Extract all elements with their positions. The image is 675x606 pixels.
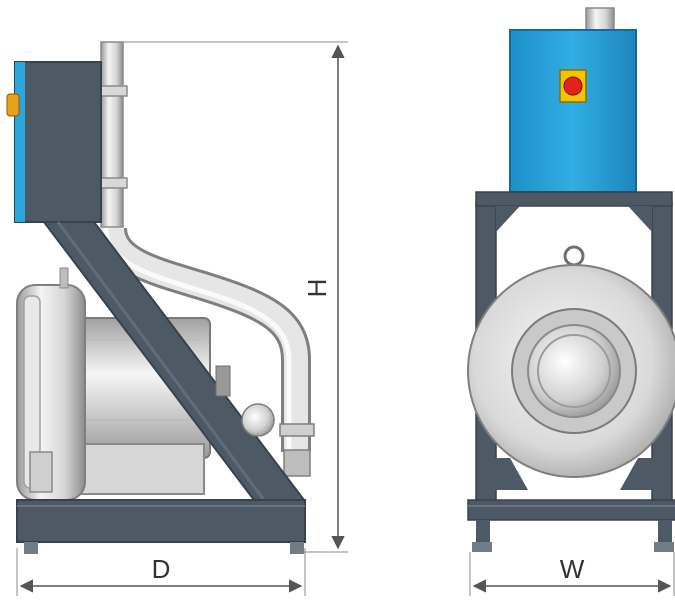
side-view xyxy=(6,41,315,554)
height-label: H xyxy=(302,279,332,298)
control-box-front xyxy=(509,29,637,193)
foot-right xyxy=(290,542,304,554)
foot-left xyxy=(24,542,38,554)
foot-front-right xyxy=(654,542,674,552)
dimension-height: H xyxy=(123,41,348,553)
switch-side-icon xyxy=(6,93,20,117)
fitting xyxy=(215,365,231,397)
depth-label: D xyxy=(152,554,171,584)
control-box-side xyxy=(6,61,102,223)
vacuum-pipe xyxy=(96,41,315,477)
base-frame-front xyxy=(467,499,675,552)
dimension-depth: D xyxy=(16,548,306,596)
dimension-width: W xyxy=(469,552,675,596)
lifting-eye-icon xyxy=(563,245,585,267)
front-view xyxy=(467,7,675,552)
motor-cradle xyxy=(478,458,670,490)
foot-front-left xyxy=(472,542,492,552)
width-label: W xyxy=(560,554,585,584)
blower-housing xyxy=(16,267,86,501)
emergency-stop-icon xyxy=(563,76,583,96)
base-frame-side xyxy=(16,499,306,554)
valve-icon xyxy=(241,403,275,437)
blower-disc-front xyxy=(467,264,675,478)
